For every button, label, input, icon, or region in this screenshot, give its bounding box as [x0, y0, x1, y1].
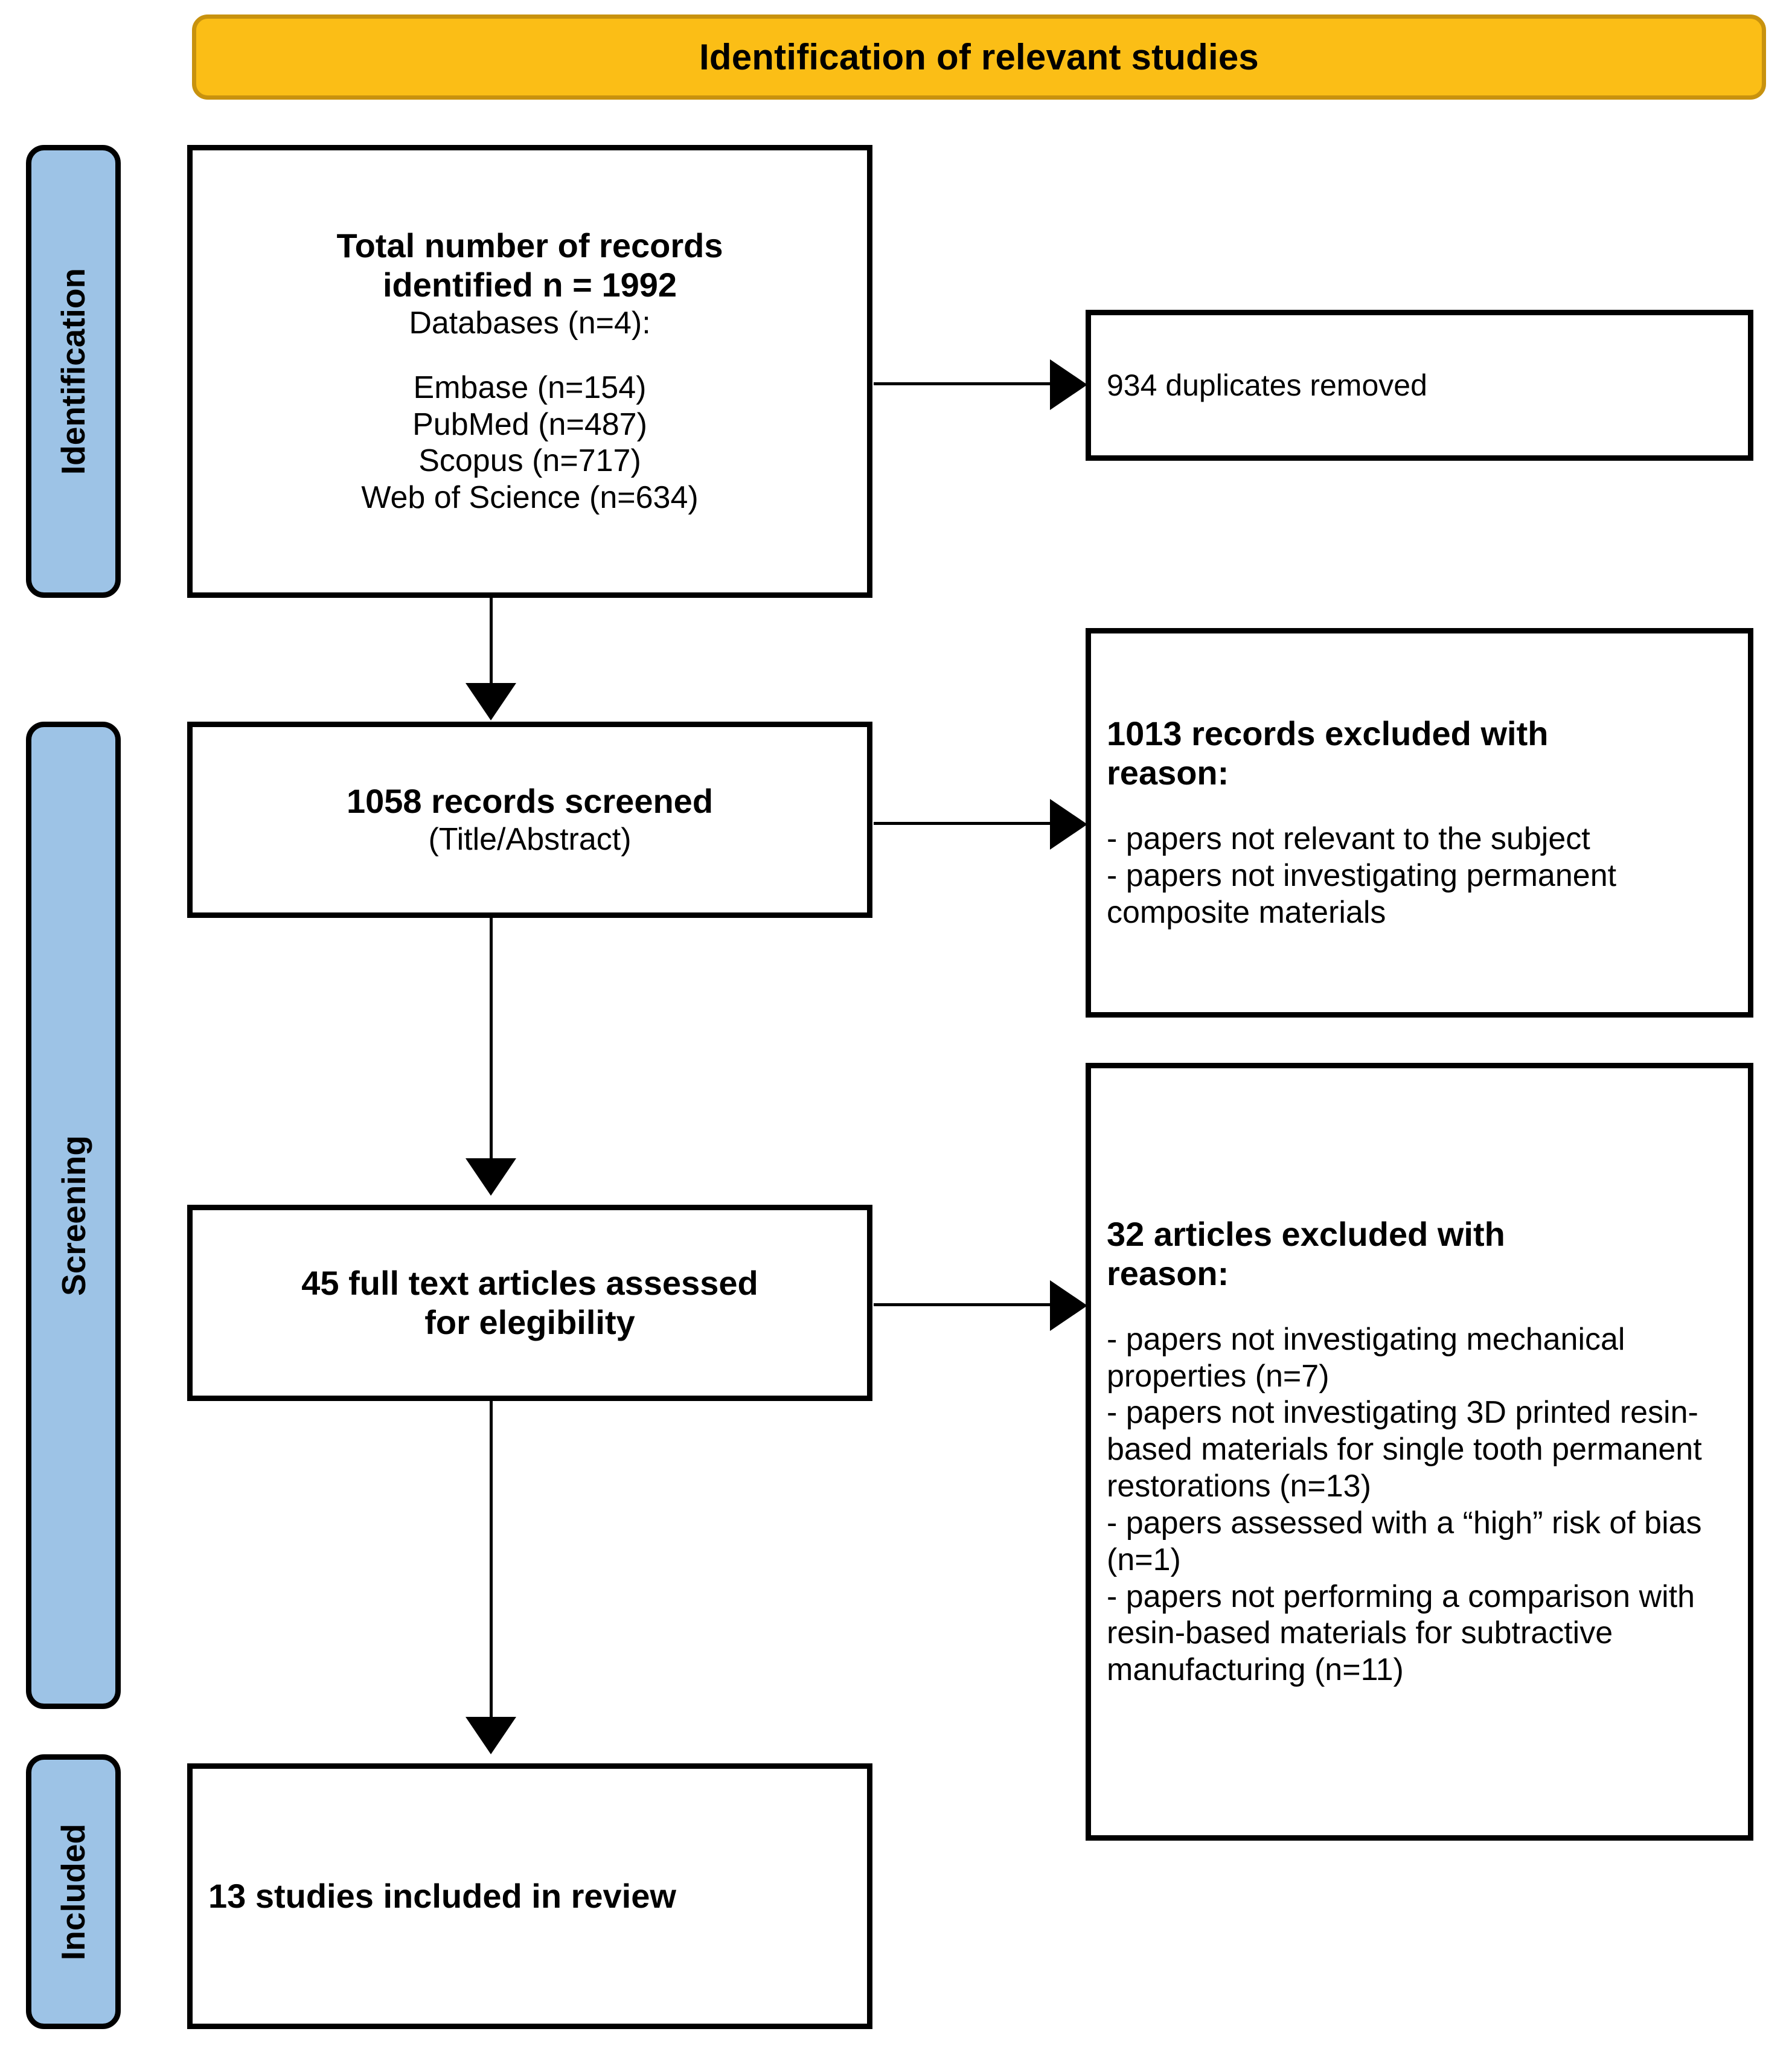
connector-fulltext-to-included-arrow — [466, 1717, 516, 1754]
connector-records-to-screened-line — [490, 598, 493, 684]
stage-label-identification: Identification — [26, 145, 121, 598]
records-source-scopus: Scopus (n=717) — [418, 443, 641, 479]
records-excluded-reason-2: - papers not investigating permanent com… — [1107, 858, 1617, 930]
connector-records-to-screened-arrow — [466, 683, 516, 720]
connector-records-to-duplicates-line — [874, 382, 1055, 385]
records-source-pubmed: PubMed (n=487) — [412, 406, 647, 442]
records-screened-subtitle: (Title/Abstract) — [428, 821, 632, 857]
box-records-excluded: 1013 records excluded with reason: - pap… — [1086, 628, 1753, 1018]
box-duplicates-removed: 934 duplicates removed — [1086, 310, 1753, 461]
fulltext-assessed-title: 45 full text articles assessed for elegi… — [301, 1263, 758, 1341]
connector-fulltext-to-excluded-line — [874, 1303, 1055, 1306]
records-identified-title: Total number of records identified n = 1… — [336, 226, 723, 304]
stage-label-screening-text: Screening — [54, 1135, 92, 1296]
connector-records-to-duplicates-arrow — [1050, 359, 1087, 410]
records-identified-subtitle: Databases (n=4): — [409, 305, 651, 341]
duplicates-removed-text: 934 duplicates removed — [1107, 368, 1427, 402]
records-source-webofscience: Web of Science (n=634) — [361, 480, 699, 516]
box-records-identified: Total number of records identified n = 1… — [187, 145, 872, 598]
connector-screened-to-fulltext-line — [490, 918, 493, 1159]
box-studies-included: 13 studies included in review — [187, 1763, 872, 2029]
studies-included-title: 13 studies included in review — [208, 1876, 676, 1915]
stage-label-identification-text: Identification — [54, 268, 92, 475]
records-screened-title: 1058 records screened — [346, 781, 714, 820]
articles-excluded-reason-2: - papers not investigating 3D printed re… — [1107, 1395, 1702, 1504]
connector-screened-to-excluded-line — [874, 822, 1055, 825]
articles-excluded-title: 32 articles excluded with reason: — [1107, 1214, 1505, 1292]
diagram-title: Identification of relevant studies — [699, 37, 1259, 77]
articles-excluded-reason-3: - papers assessed with a “high” risk of … — [1107, 1505, 1702, 1577]
stage-label-included-text: Included — [54, 1823, 92, 1960]
box-fulltext-assessed: 45 full text articles assessed for elegi… — [187, 1205, 872, 1401]
stage-label-included: Included — [26, 1754, 121, 2029]
connector-fulltext-to-excluded-arrow — [1050, 1280, 1087, 1331]
connector-screened-to-excluded-arrow — [1050, 799, 1087, 850]
records-excluded-title: 1013 records excluded with reason: — [1107, 714, 1549, 792]
connector-fulltext-to-included-line — [490, 1401, 493, 1718]
records-excluded-reason-1: - papers not relevant to the subject — [1107, 821, 1590, 857]
records-source-embase: Embase (n=154) — [413, 370, 647, 405]
stage-label-screening: Screening — [26, 722, 121, 1709]
box-records-screened: 1058 records screened (Title/Abstract) — [187, 722, 872, 918]
articles-excluded-reason-4: - papers not performing a comparison wit… — [1107, 1579, 1695, 1688]
diagram-title-banner: Identification of relevant studies — [192, 14, 1766, 100]
articles-excluded-reason-1: - papers not investigating mechanical pr… — [1107, 1321, 1625, 1394]
connector-screened-to-fulltext-arrow — [466, 1158, 516, 1196]
box-articles-excluded: 32 articles excluded with reason: - pape… — [1086, 1063, 1753, 1841]
